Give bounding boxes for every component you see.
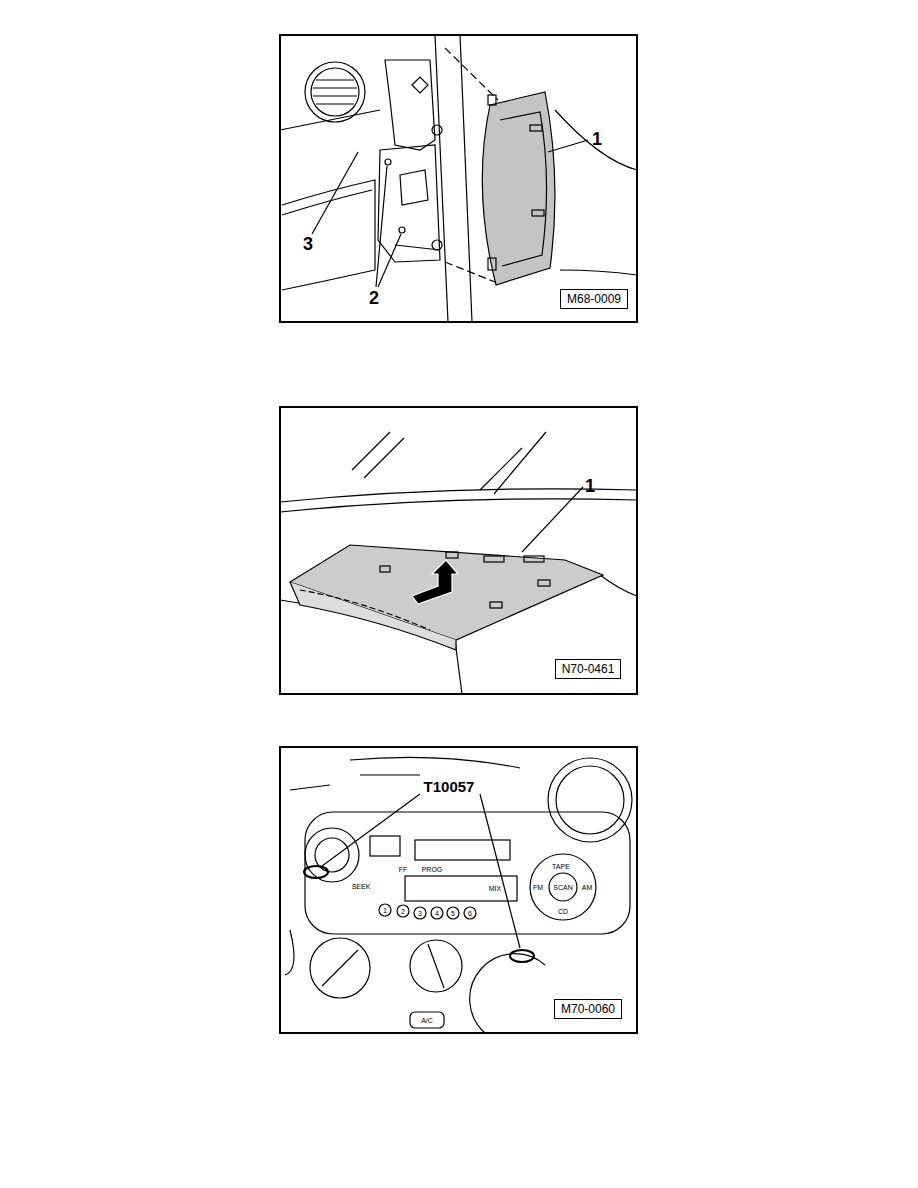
figure-id: N70-0461: [562, 662, 615, 676]
leader-line: [376, 166, 401, 287]
button-label: 6: [467, 910, 473, 917]
button-label: A/C: [420, 1017, 434, 1024]
button-label: PROG: [421, 866, 444, 873]
windshield-glare: [352, 432, 546, 494]
release-tool: [304, 866, 534, 962]
button-label: CD: [557, 908, 569, 915]
figure-id-box: M68-0009: [560, 289, 628, 309]
figure-frame: [280, 747, 637, 1033]
figure-id-box: N70-0461: [555, 659, 622, 679]
retaining-clip: [380, 552, 550, 608]
button-label: 2: [400, 908, 406, 915]
callout-number: 2: [368, 289, 380, 307]
control-knob: [310, 938, 370, 998]
callout-number: 1: [584, 477, 596, 495]
mounting-bracket: [378, 60, 442, 262]
air-vent: [350, 757, 520, 775]
figure-frame: [280, 407, 637, 694]
figure-id-box: M70-0060: [554, 999, 622, 1019]
cover-panel: [290, 545, 603, 640]
air-vent: [548, 758, 632, 842]
dash-edge: [280, 110, 380, 130]
figure-id: M68-0009: [567, 292, 621, 306]
dash-edge: [282, 180, 375, 290]
button-label: AM: [581, 884, 594, 891]
button-label: 5: [450, 910, 456, 917]
control-knob: [410, 940, 462, 992]
cassette-slot: [405, 876, 517, 901]
button-label: 3: [417, 910, 423, 917]
control-knob: [470, 954, 545, 1033]
button-label: MIX: [488, 885, 502, 892]
leader-line: [322, 794, 520, 948]
removal-arrow: [412, 560, 458, 604]
callout-number: 3: [302, 235, 314, 253]
button-label: FM: [532, 884, 544, 891]
button-label: TAPE: [551, 863, 571, 870]
button-label: 4: [434, 910, 440, 917]
figure-id: M70-0060: [561, 1002, 615, 1016]
leader-line: [522, 487, 583, 552]
leader-line: [548, 140, 588, 152]
tool-number: T10057: [423, 779, 476, 794]
air-vent: [305, 62, 365, 122]
button-label: 1: [382, 907, 388, 914]
radio-housing: [305, 812, 630, 934]
leader-line: [312, 152, 358, 234]
figure-frame: [280, 35, 637, 322]
cover-panel: [482, 92, 555, 285]
volume-knob: [305, 828, 359, 882]
tuning-knob: [530, 854, 596, 920]
button-label: FF: [398, 866, 409, 873]
callout-number: 1: [591, 130, 603, 148]
button-label: SEEK: [351, 883, 372, 890]
preset-button: [379, 904, 476, 919]
button-label: SCAN: [552, 884, 573, 891]
door-pillar: [435, 35, 472, 322]
